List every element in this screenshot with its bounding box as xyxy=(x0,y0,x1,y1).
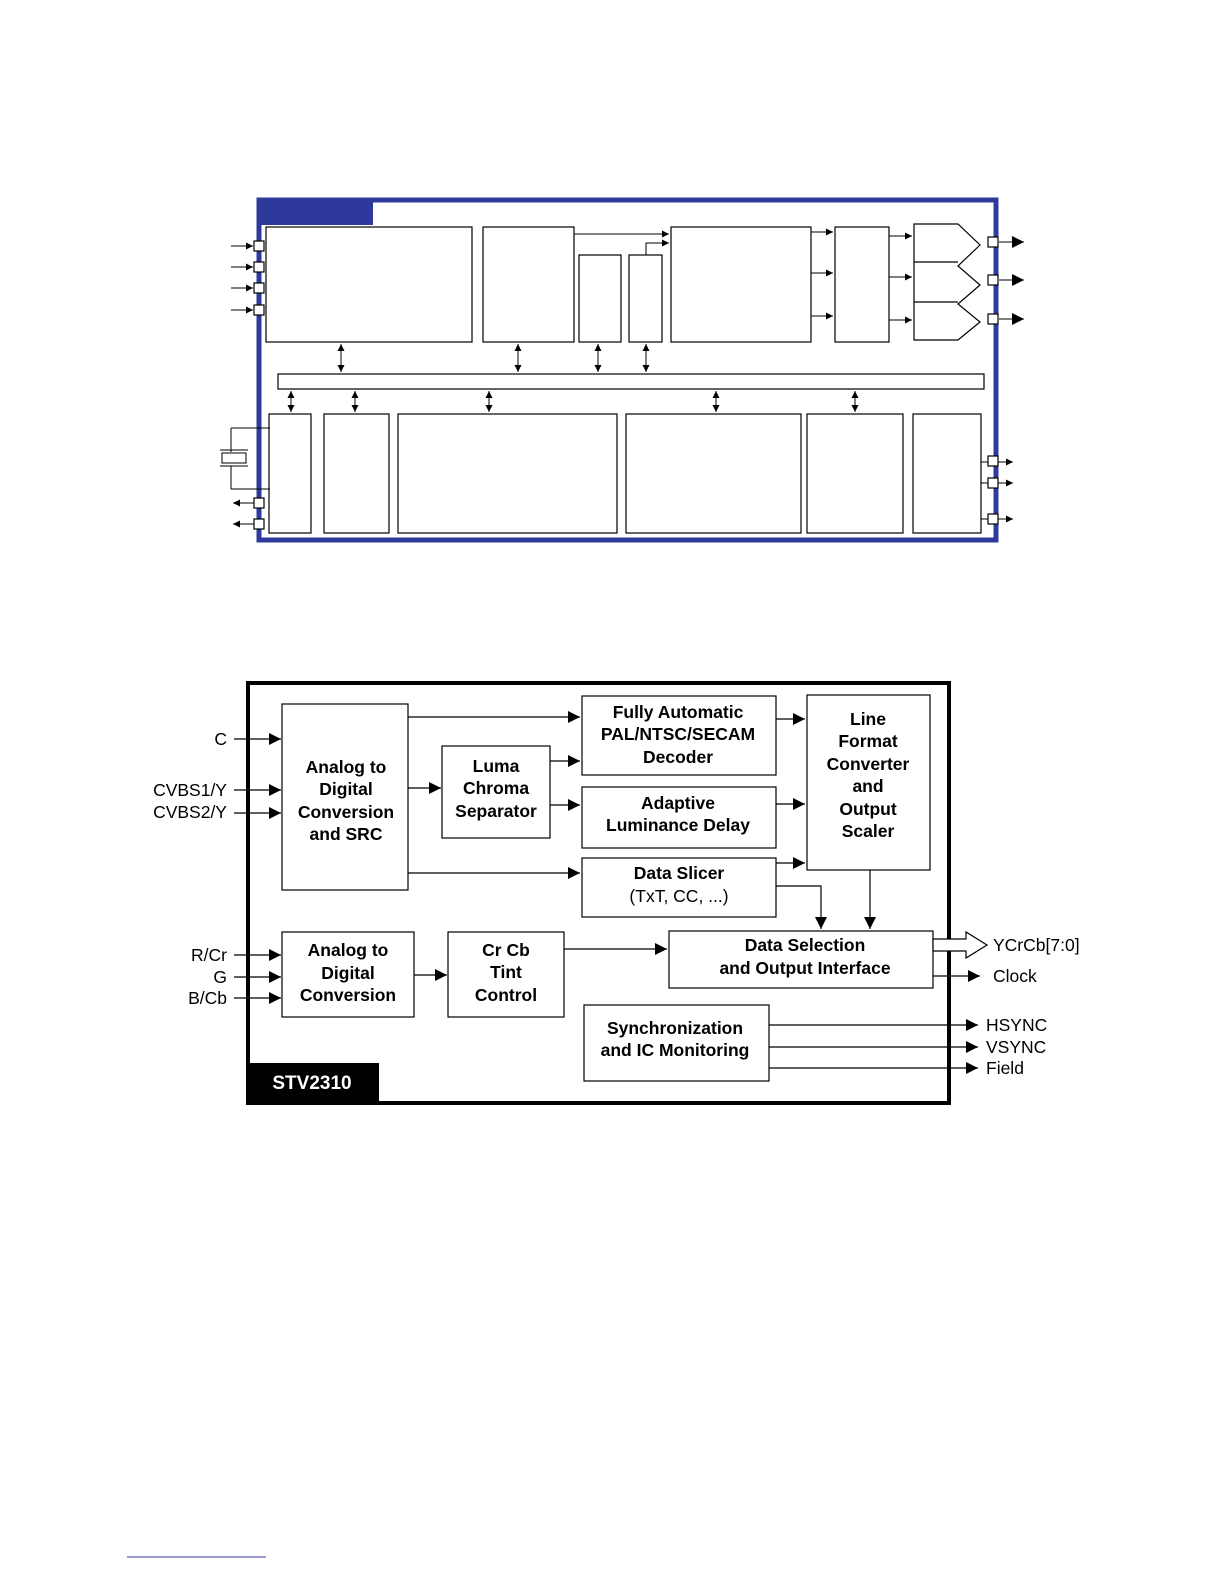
block-line-format-line: Line xyxy=(850,709,886,729)
block-luma-chroma-line: Chroma xyxy=(463,778,529,798)
top-pins xyxy=(253,236,999,530)
top-lower-block-1 xyxy=(268,413,312,534)
block-adc-src-line: Analog to xyxy=(306,757,387,777)
top-block-scaler xyxy=(834,226,890,343)
chip-label: STV2310 xyxy=(272,1073,351,1094)
block-decoder-line: PAL/NTSC/SECAM xyxy=(601,724,755,744)
top-lower-block-4 xyxy=(625,413,802,534)
block-sync-line: and IC Monitoring xyxy=(601,1040,750,1060)
block-adc-src-line: and SRC xyxy=(310,824,383,844)
top-connections xyxy=(220,228,1024,528)
block-luma-chroma-line: Luma xyxy=(473,756,520,776)
block-decoder-line: Decoder xyxy=(643,747,713,767)
block-data-selection-line: Data Selection xyxy=(745,935,866,955)
block-adc-rgb-line: Analog to xyxy=(308,940,389,960)
output-label-field: Field xyxy=(986,1058,1024,1078)
top-frame-tab xyxy=(259,200,373,225)
ycrcb-bus-arrow xyxy=(932,930,989,960)
top-upper-blocks xyxy=(265,223,985,534)
block-adc-rgb-line: Digital xyxy=(321,963,374,983)
input-label-c: C xyxy=(214,729,227,749)
block-adc-rgb-line: Conversion xyxy=(300,985,396,1005)
input-label-rcr: R/Cr xyxy=(191,945,227,965)
top-frame xyxy=(256,197,999,543)
input-label-cvbs1: CVBS1/Y xyxy=(153,780,227,800)
top-lower-block-6 xyxy=(912,413,982,534)
block-line-format-line: and xyxy=(852,776,883,796)
block-crcb-line: Tint xyxy=(490,962,522,982)
output-label-hsync: HSYNC xyxy=(986,1015,1047,1035)
input-label-bcb: B/Cb xyxy=(188,988,227,1008)
top-block-diagram xyxy=(220,197,1024,543)
top-block-small-1 xyxy=(578,254,622,343)
block-data-slicer-subtitle: (TxT, CC, ...) xyxy=(629,886,728,906)
block-luma-delay-line: Luminance Delay xyxy=(606,815,750,835)
input-label-g: G xyxy=(213,967,227,987)
chip-label-bg xyxy=(246,1063,379,1103)
block-data-slicer: Data Slicer (TxT, CC, ...) xyxy=(581,857,777,918)
block-data-selection-line: and Output Interface xyxy=(719,958,890,978)
stv2310-connections xyxy=(234,711,980,1074)
top-lower-block-5 xyxy=(806,413,904,534)
block-adc-src-line: Conversion xyxy=(298,802,394,822)
block-crcb-line: Cr Cb xyxy=(482,940,530,960)
input-label-cvbs2: CVBS2/Y xyxy=(153,802,227,822)
chip-frame xyxy=(246,681,951,1105)
block-data-selection-output: Data Selection and Output Interface xyxy=(668,930,934,989)
output-label-clock: Clock xyxy=(993,966,1037,986)
block-line-format-line: Converter xyxy=(827,754,910,774)
top-block-small-2 xyxy=(628,254,663,343)
top-block-separator xyxy=(482,226,575,343)
block-adc-src-line: Digital xyxy=(319,779,372,799)
signal-labels: C CVBS1/Y CVBS2/Y R/Cr G B/Cb YCrCb[7:0]… xyxy=(153,729,1080,1078)
top-block-adc xyxy=(265,226,473,343)
block-sync-line: Synchronization xyxy=(607,1018,743,1038)
block-line-format-line: Scaler xyxy=(842,821,895,841)
block-crcb-line: Control xyxy=(475,985,537,1005)
block-luma-chroma-line: Separator xyxy=(455,801,537,821)
block-data-slicer-title: Data Slicer xyxy=(634,863,725,883)
top-lower-block-2 xyxy=(323,413,390,534)
block-luma-delay-line: Adaptive xyxy=(641,793,715,813)
top-lower-block-3 xyxy=(397,413,618,534)
output-label-vsync: VSYNC xyxy=(986,1037,1046,1057)
top-output-stages xyxy=(913,223,981,341)
top-bus xyxy=(277,373,985,390)
block-line-format-line: Output xyxy=(839,799,897,819)
block-decoder-line: Fully Automatic xyxy=(613,702,744,722)
top-block-decoder xyxy=(670,226,812,343)
block-line-format-line: Format xyxy=(838,731,897,751)
output-label-ycrcb: YCrCb[7:0] xyxy=(993,935,1080,955)
